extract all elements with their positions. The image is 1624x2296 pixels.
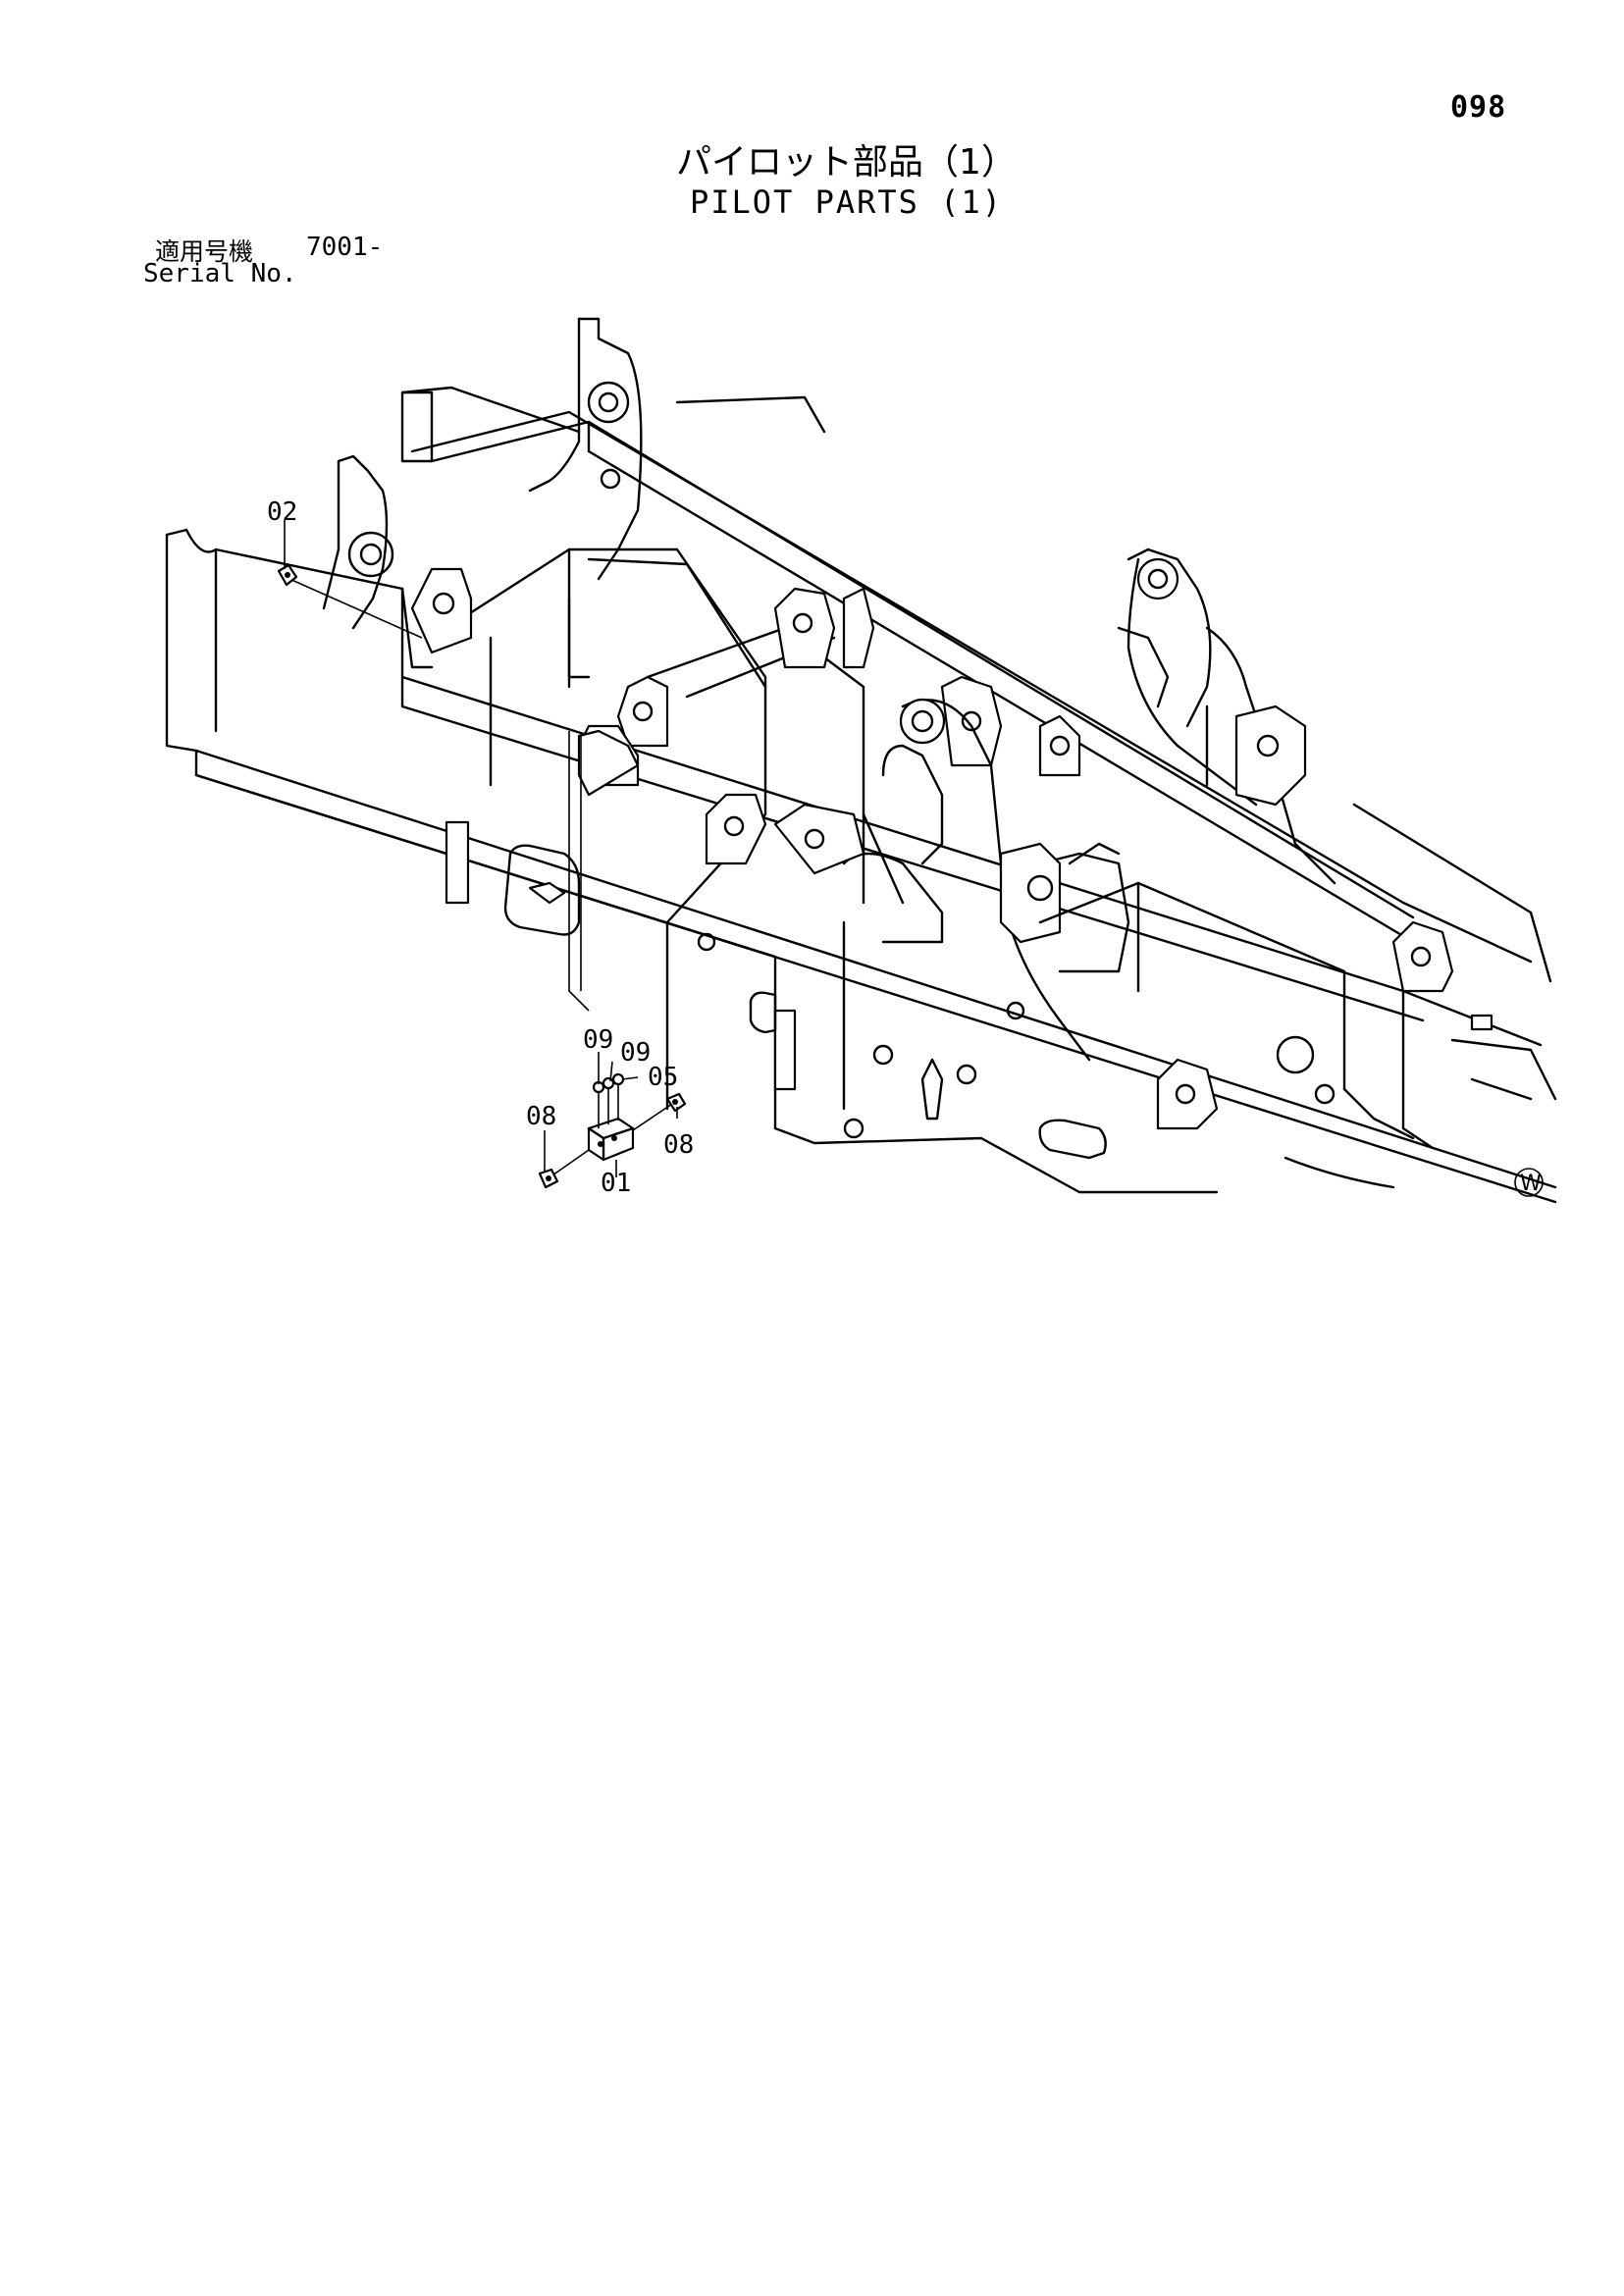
serial-number: 7001- — [306, 233, 384, 262]
callout-02: 02 — [267, 497, 297, 527]
page-title-english: PILOT PARTS (1) — [690, 183, 1003, 221]
page-number: 098 — [1450, 90, 1507, 125]
serial-label-english: Serial No. — [143, 259, 297, 288]
pilot-pipe-line — [288, 578, 590, 1012]
callout-08-left: 08 — [526, 1102, 556, 1131]
part-manifold-block-01 — [587, 1117, 635, 1162]
frame-boom-brackets — [881, 548, 1336, 1062]
part-fittings-09-05 — [592, 1072, 687, 1131]
callout-08-right: 08 — [663, 1130, 694, 1160]
callout-09-left: 09 — [583, 1025, 613, 1055]
frame-side-features — [445, 820, 1107, 1160]
part-plug-02 — [277, 563, 298, 587]
part-plug-08 — [538, 1149, 590, 1189]
page-title-japanese: パイロット部品（1） — [676, 142, 1017, 183]
callout-09-right: 09 — [620, 1038, 651, 1068]
frame-tower-left — [322, 317, 643, 669]
callout-01: 01 — [601, 1169, 631, 1198]
frame-top-beam — [410, 395, 1552, 983]
callout-05: 05 — [648, 1063, 678, 1092]
svg-text:W: W — [1520, 1172, 1542, 1196]
serial-label-japanese: 適用号機 — [155, 237, 254, 266]
callout-leaders — [284, 520, 678, 1177]
corner-circle-mark: W — [1514, 1168, 1544, 1197]
frame-right-deck — [1038, 881, 1557, 1189]
